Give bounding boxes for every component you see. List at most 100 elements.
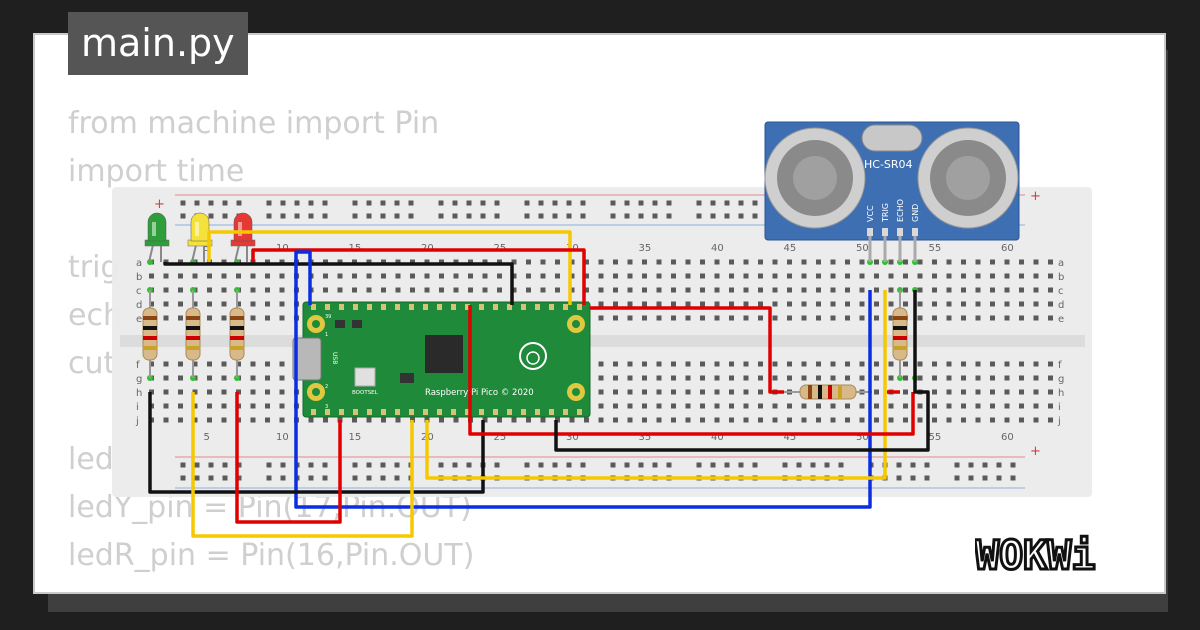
terminal-hole bbox=[801, 273, 807, 279]
row-letter-right-f: f bbox=[1058, 360, 1062, 371]
resistor-horizontal bbox=[784, 384, 872, 400]
terminal-hole bbox=[888, 403, 894, 409]
terminal-hole bbox=[149, 361, 154, 367]
rail-hole bbox=[480, 213, 486, 219]
terminal-hole bbox=[221, 375, 227, 381]
column-number-top-55: 55 bbox=[929, 243, 942, 254]
terminal-hole bbox=[946, 375, 952, 381]
terminal-hole bbox=[656, 273, 662, 279]
rail-hole bbox=[666, 462, 672, 468]
terminal-hole bbox=[613, 259, 618, 265]
terminal-hole bbox=[961, 417, 966, 423]
rail-hole bbox=[266, 475, 272, 481]
terminal-hole bbox=[613, 417, 618, 423]
page-scrollbar-track[interactable] bbox=[1168, 35, 1198, 615]
terminal-hole bbox=[990, 301, 995, 307]
resistor-band bbox=[143, 336, 157, 340]
terminal-hole bbox=[163, 273, 169, 279]
terminal-hole bbox=[801, 259, 807, 265]
rail-hole bbox=[438, 213, 444, 219]
terminal-hole bbox=[613, 273, 618, 279]
rail-hole bbox=[696, 213, 702, 219]
terminal-hole bbox=[192, 417, 198, 423]
pico-usb-label: USB bbox=[331, 352, 338, 364]
rail-hole bbox=[610, 200, 616, 206]
terminal-hole bbox=[497, 287, 502, 293]
terminal-hole bbox=[917, 259, 923, 265]
terminal-hole bbox=[526, 273, 531, 279]
terminal-hole bbox=[758, 375, 763, 381]
terminal-hole bbox=[642, 375, 647, 381]
terminal-hole bbox=[700, 287, 705, 293]
terminal-hole bbox=[366, 273, 372, 279]
pico-pin-pad bbox=[409, 409, 414, 415]
resistor-band bbox=[230, 346, 244, 350]
led-red bbox=[230, 212, 256, 263]
rail-hole bbox=[236, 200, 242, 206]
terminal-hole bbox=[482, 273, 488, 279]
rail-hole bbox=[194, 200, 200, 206]
terminal-hole bbox=[1048, 259, 1053, 265]
terminal-hole bbox=[729, 273, 734, 279]
terminal-hole bbox=[975, 417, 981, 423]
terminal-hole bbox=[874, 287, 879, 293]
terminal-hole bbox=[758, 315, 763, 321]
terminal-hole bbox=[917, 315, 923, 321]
rail-hole bbox=[266, 200, 272, 206]
terminal-hole bbox=[830, 417, 836, 423]
rail-hole bbox=[724, 462, 730, 468]
code-line-8: led bbox=[68, 442, 114, 477]
terminal-hole bbox=[540, 287, 546, 293]
terminal-hole bbox=[888, 273, 894, 279]
sensor-pin-label-trig: TRIG bbox=[881, 203, 890, 223]
terminal-hole bbox=[801, 403, 807, 409]
terminal-hole bbox=[627, 375, 633, 381]
rail-hole bbox=[580, 213, 586, 219]
rail-hole bbox=[466, 462, 472, 468]
terminal-hole bbox=[772, 273, 778, 279]
terminal-hole bbox=[163, 375, 169, 381]
rail-hole bbox=[394, 200, 400, 206]
terminal-hole bbox=[337, 259, 343, 265]
row-letter-right-g: g bbox=[1058, 374, 1064, 385]
terminal-hole bbox=[468, 273, 473, 279]
terminal-hole bbox=[250, 301, 256, 307]
terminal-hole bbox=[685, 259, 691, 265]
terminal-hole bbox=[656, 287, 662, 293]
terminal-hole bbox=[975, 301, 981, 307]
terminal-hole bbox=[279, 301, 285, 307]
terminal-hole bbox=[482, 287, 488, 293]
wokwi-logo-text: WOKWi bbox=[975, 533, 1095, 579]
terminal-hole bbox=[1004, 389, 1010, 395]
terminal-hole bbox=[540, 273, 546, 279]
terminal-hole bbox=[743, 259, 749, 265]
terminal-hole bbox=[178, 389, 183, 395]
terminal-hole bbox=[772, 315, 778, 321]
pico-raspberry-logo-inner bbox=[526, 351, 540, 365]
pico-pin-pad bbox=[493, 304, 498, 310]
terminal-hole bbox=[540, 417, 546, 423]
terminal-hole bbox=[671, 389, 676, 395]
rail-hole bbox=[466, 213, 472, 219]
rail-hole bbox=[982, 462, 988, 468]
led-shine bbox=[195, 222, 199, 236]
terminal-hole bbox=[758, 417, 763, 423]
terminal-hole bbox=[1019, 361, 1024, 367]
terminal-hole bbox=[1048, 301, 1053, 307]
file-tab-main-py[interactable]: main.py bbox=[68, 12, 248, 75]
terminal-hole bbox=[163, 361, 169, 367]
terminal-hole bbox=[178, 375, 183, 381]
rail-hole bbox=[308, 462, 314, 468]
terminal-hole bbox=[439, 417, 444, 423]
row-letter-left-a: a bbox=[136, 258, 142, 269]
resistor-band bbox=[186, 346, 200, 350]
pico-pin-label-3: 3 bbox=[325, 404, 328, 410]
resistor-band bbox=[828, 385, 832, 399]
rail-hole bbox=[266, 213, 272, 219]
rail-hole bbox=[782, 462, 788, 468]
terminal-hole bbox=[352, 273, 357, 279]
rail-hole bbox=[366, 213, 372, 219]
pico-mount-hole-inner bbox=[312, 388, 320, 396]
terminal-hole bbox=[395, 287, 401, 293]
terminal-hole bbox=[149, 273, 154, 279]
